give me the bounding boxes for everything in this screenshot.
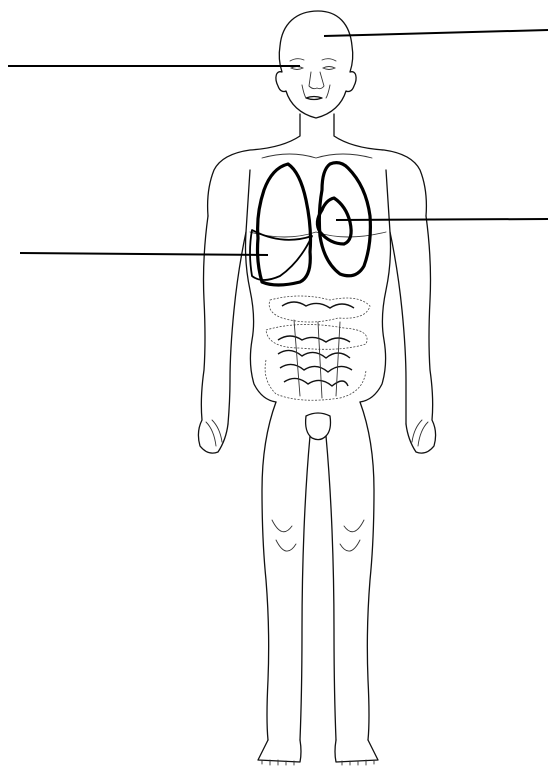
left-lung [258, 164, 311, 285]
right-arm [390, 216, 436, 453]
left-foot [258, 740, 301, 762]
right-foot [335, 740, 378, 762]
legs [258, 402, 378, 765]
intestines [265, 296, 370, 400]
left-arm [198, 216, 246, 453]
pointer-head [324, 30, 548, 36]
genitals [306, 413, 331, 440]
head [276, 11, 356, 118]
lungs [258, 163, 371, 285]
pointer-liver [20, 253, 268, 255]
pointer-heart [336, 219, 548, 220]
right-eye [323, 67, 335, 70]
